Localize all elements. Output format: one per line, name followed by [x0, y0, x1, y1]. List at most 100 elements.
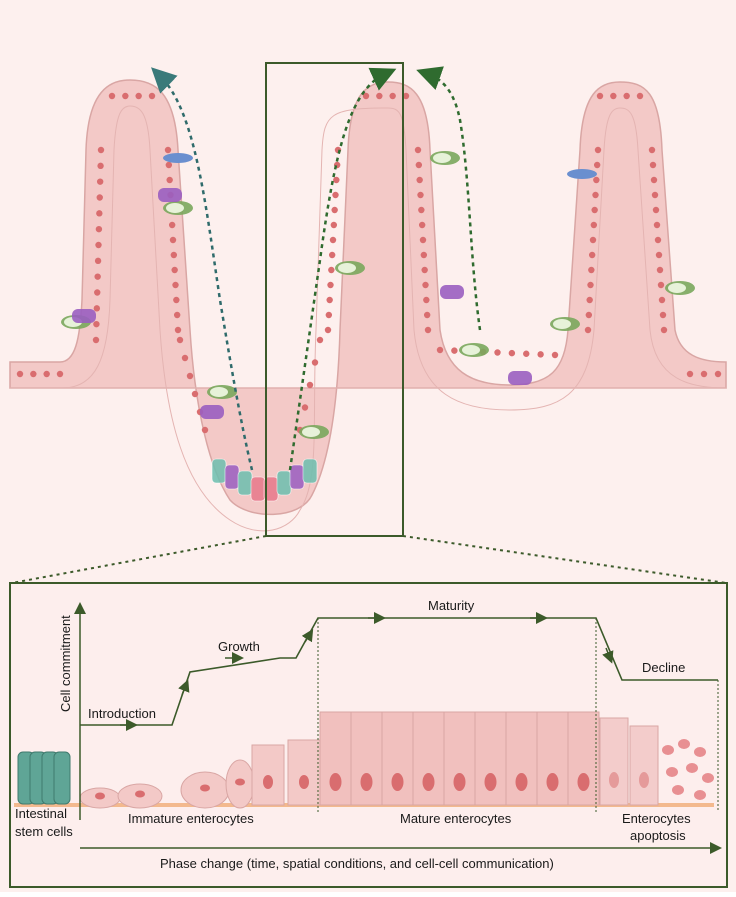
nucleus — [589, 236, 597, 244]
apoptotic-fragment — [666, 767, 678, 777]
crypt-cell — [276, 470, 292, 496]
phase-introduction: Introduction — [88, 706, 156, 721]
nucleus — [95, 241, 102, 249]
nucleus — [93, 320, 100, 328]
nucleus — [306, 381, 314, 389]
nucleus — [593, 176, 600, 184]
migration-arrow-middle — [288, 67, 397, 471]
apoptotic-fragment — [694, 747, 706, 757]
curve-arrow-growth1 — [178, 679, 190, 696]
nucleus — [97, 162, 104, 170]
nucleus — [166, 176, 173, 184]
nucleus — [173, 296, 180, 304]
nucleus — [423, 311, 431, 319]
phase-maturity: Maturity — [428, 598, 475, 613]
nucleus — [96, 194, 103, 201]
nucleus — [94, 273, 101, 280]
nucleus — [418, 221, 426, 229]
nucleus — [402, 92, 410, 100]
apoptotic-fragment — [672, 785, 684, 795]
nucleus — [596, 92, 604, 100]
declining-enterocyte — [599, 717, 629, 806]
nucleus — [299, 775, 309, 789]
nucleus — [97, 146, 105, 154]
tuft-cell — [200, 405, 224, 419]
zoom-line-right — [402, 535, 727, 584]
y-axis-label: Cell commitment — [58, 615, 73, 712]
nucleus — [414, 146, 422, 154]
nucleus — [587, 281, 594, 289]
nucleus — [95, 792, 105, 800]
nucleus — [652, 206, 660, 214]
nucleus — [329, 236, 337, 244]
nucleus — [171, 266, 178, 274]
nucleus — [148, 92, 156, 100]
nucleus — [327, 281, 334, 289]
nucleus — [376, 92, 383, 100]
nucleus — [594, 146, 602, 154]
nucleus — [577, 773, 590, 791]
mature-enterocyte — [536, 711, 569, 806]
nucleus — [263, 775, 273, 789]
tuft-cell — [72, 309, 96, 323]
stem-cell — [53, 751, 71, 805]
enteroendocrine-cell — [567, 169, 597, 179]
nucleus — [93, 305, 101, 312]
nucleus — [135, 790, 145, 798]
enterocyte-lifecycle-cells — [14, 711, 714, 809]
declining-enterocyte — [629, 725, 659, 806]
nucleus — [311, 359, 319, 366]
nucleus — [494, 349, 501, 356]
nucleus — [657, 281, 665, 289]
nucleus — [714, 370, 722, 378]
nucleus — [423, 296, 430, 304]
villus-crypt-tissue — [9, 79, 727, 532]
nucleus — [176, 336, 184, 344]
nucleus — [301, 404, 309, 411]
phase-decline: Decline — [642, 660, 685, 675]
nucleus — [515, 773, 528, 791]
nucleus — [700, 370, 708, 378]
apoptosis-label-1: Enterocytes — [622, 811, 691, 826]
tuft-cell — [508, 371, 532, 385]
nucleus — [649, 161, 657, 169]
nucleus — [418, 206, 425, 214]
nucleus — [391, 773, 404, 791]
stem-cells-label-1: Intestinal — [15, 806, 67, 821]
nucleus — [332, 191, 339, 199]
nucleus — [191, 390, 199, 398]
mature-enterocyte — [567, 711, 600, 806]
apoptotic-fragment — [702, 773, 714, 783]
growing-enterocyte — [287, 739, 321, 806]
nucleus — [650, 176, 658, 184]
nucleus — [639, 772, 649, 788]
apoptotic-fragment — [678, 739, 690, 749]
nucleus — [421, 266, 428, 274]
nucleus — [484, 773, 497, 791]
tuft-cell — [158, 188, 182, 202]
nucleus — [181, 354, 189, 362]
nucleus — [325, 311, 333, 319]
goblet-granules — [668, 283, 686, 293]
nucleus — [168, 221, 176, 229]
nucleus — [590, 221, 598, 229]
nucleus — [328, 266, 335, 274]
nucleus — [417, 191, 424, 199]
nucleus — [636, 92, 644, 100]
nucleus — [389, 92, 396, 100]
nucleus — [165, 161, 173, 169]
nucleus — [654, 236, 662, 244]
nucleus — [135, 92, 142, 100]
goblet-granules — [302, 427, 320, 437]
enteroendocrine-cell — [163, 153, 193, 163]
nucleus — [658, 296, 666, 304]
nucleus — [585, 311, 593, 319]
nucleus — [324, 326, 332, 334]
nucleus — [316, 336, 324, 344]
nucleus — [173, 311, 181, 319]
nucleus — [422, 773, 435, 791]
nucleus — [424, 326, 432, 334]
nucleus — [94, 289, 101, 296]
nucleus — [523, 350, 530, 357]
